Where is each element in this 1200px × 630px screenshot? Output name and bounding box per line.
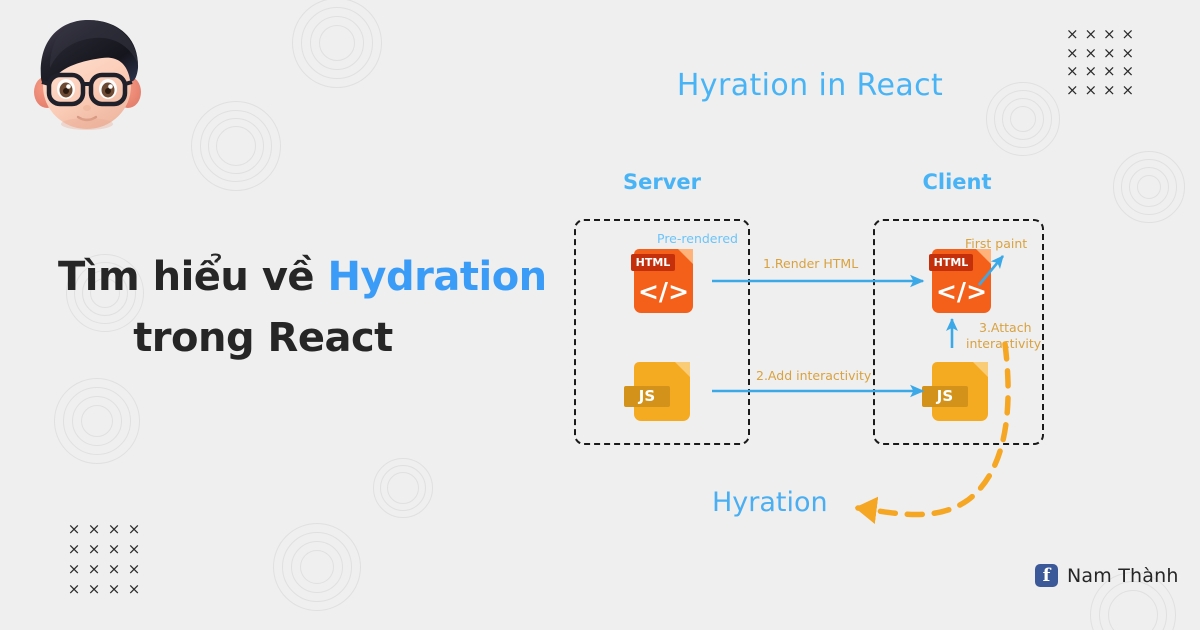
ripple-decor-top-left xyxy=(190,100,281,191)
client-js-file-icon: JS xyxy=(922,362,988,421)
x-mark: × xyxy=(107,560,121,578)
client-js-badge: JS xyxy=(922,386,968,407)
server-html-badge: HTML xyxy=(631,254,675,271)
label-step-1: 1.Render HTML xyxy=(763,256,859,271)
x-mark: × xyxy=(1102,80,1116,99)
x-mark: × xyxy=(1102,43,1116,62)
client-html-badge: HTML xyxy=(929,254,973,271)
page-title: Tìm hiểu về Hydration trong React xyxy=(58,247,558,369)
x-mark: × xyxy=(107,540,121,558)
x-mark: × xyxy=(127,520,141,538)
x-mark: × xyxy=(87,560,101,578)
x-mark: × xyxy=(67,560,81,578)
server-js-file-icon: JS xyxy=(624,362,690,421)
x-mark: × xyxy=(67,580,81,598)
x-mark: × xyxy=(1102,25,1116,43)
hydration-callout: Hyration xyxy=(712,487,828,518)
x-mark: × xyxy=(1102,62,1116,80)
x-mark: × xyxy=(1065,25,1079,43)
headline-keyword: Hydration xyxy=(327,254,547,300)
x-mark: × xyxy=(127,560,141,578)
x-mark: × xyxy=(1121,80,1135,99)
column-heading-client: Client xyxy=(922,170,992,194)
x-mark: × xyxy=(127,580,141,598)
label-first-paint: First paint xyxy=(965,236,1028,251)
x-mark: × xyxy=(107,520,121,538)
x-mark: × xyxy=(87,520,101,538)
label-attach-interactivity-line1: 3.Attach xyxy=(979,320,1032,335)
ripple-decor-right-edge xyxy=(1112,150,1185,223)
server-html-file-icon: HTML </> xyxy=(631,249,693,313)
x-mark: × xyxy=(1065,80,1079,99)
client-html-file-icon: HTML </> xyxy=(929,249,991,313)
x-mark: × xyxy=(1121,43,1135,62)
x-pattern-bottom-left: × × × × × × × × × × × × × × × × xyxy=(64,522,144,602)
x-mark: × xyxy=(87,580,101,598)
label-step-2: 2.Add interactivity xyxy=(756,368,872,383)
author-name: Nam Thành xyxy=(1067,564,1179,587)
ripple-decor-bottom-right xyxy=(1089,571,1176,630)
x-mark: × xyxy=(1065,43,1079,62)
column-heading-server: Server xyxy=(622,170,701,194)
x-mark: × xyxy=(1065,62,1079,80)
x-mark: × xyxy=(67,520,81,538)
facebook-letter: f xyxy=(1042,564,1051,586)
x-mark: × xyxy=(1121,25,1135,43)
ripple-decor-bottom-center xyxy=(372,457,433,518)
x-mark: × xyxy=(67,540,81,558)
x-mark: × xyxy=(1084,80,1098,99)
x-mark: × xyxy=(87,540,101,558)
x-mark: × xyxy=(1121,62,1135,80)
headline-line1-plain: Tìm hiểu về xyxy=(58,254,328,300)
label-pre-rendered: Pre-rendered xyxy=(657,231,738,246)
server-html-code-glyph: </> xyxy=(637,277,690,306)
server-js-badge: JS xyxy=(624,386,670,407)
x-pattern-top-right: × × × × × × × × × × × × × × × × xyxy=(1063,27,1137,101)
ripple-decor-top-center xyxy=(291,0,382,88)
avatar xyxy=(18,12,156,136)
x-mark: × xyxy=(107,580,121,598)
server-boundary-box xyxy=(574,219,750,445)
client-html-code-glyph: </> xyxy=(935,277,988,306)
x-mark: × xyxy=(1084,62,1098,80)
x-mark: × xyxy=(1084,25,1098,43)
ripple-decor-bottom-left xyxy=(272,522,361,611)
label-attach-interactivity-line2: interactivity xyxy=(966,336,1042,351)
x-mark: × xyxy=(1084,43,1098,62)
x-mark: × xyxy=(127,540,141,558)
headline-line2: trong React xyxy=(133,314,393,361)
ripple-decor-left-lower xyxy=(53,377,140,464)
ripple-decor-upper-right xyxy=(985,81,1060,156)
facebook-icon[interactable]: f xyxy=(1035,564,1058,587)
diagram-title: Hyration in React xyxy=(676,68,944,103)
author-credit[interactable]: f Nam Thành xyxy=(1035,564,1179,587)
